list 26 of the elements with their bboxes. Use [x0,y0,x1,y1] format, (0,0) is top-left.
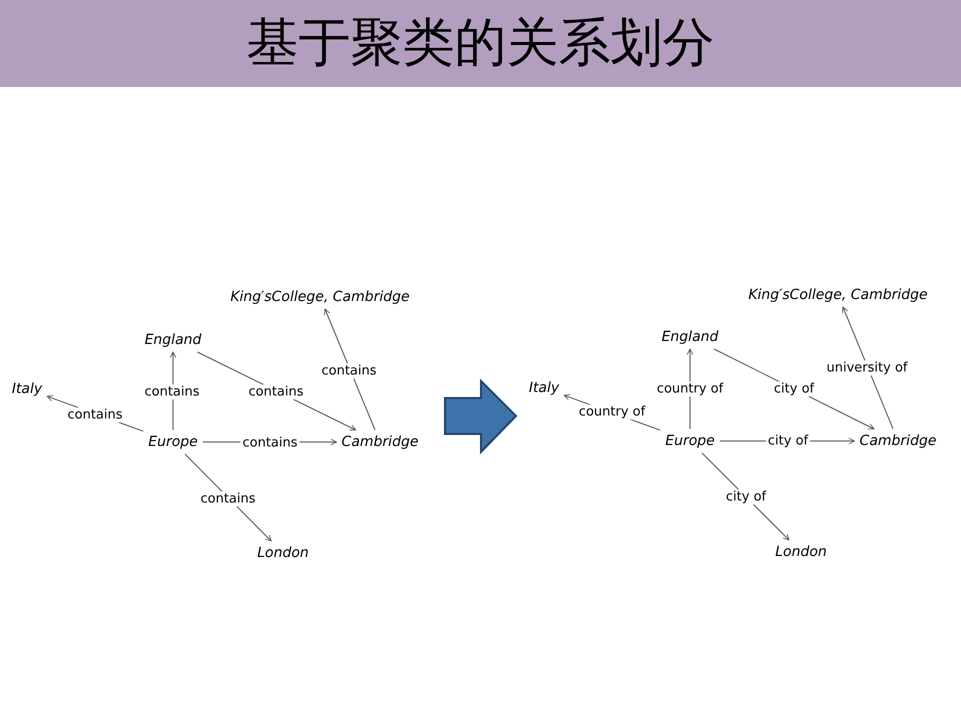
edge-label: contains [142,384,202,400]
edge-label: contains [65,408,125,422]
place-label: London [773,543,829,561]
place-label: Cambridge [858,432,938,450]
place-label: Europe [663,432,717,450]
edge-label: country of [576,404,648,420]
edge-label: contains [198,492,258,506]
edge-label: contains [246,384,306,400]
arrow [324,308,376,430]
edge-label: contains [319,364,379,378]
edge-label: country of [654,382,726,396]
edge-label: university of [824,360,910,376]
place-label: England [142,331,204,349]
edge-label: city of [772,382,816,396]
place-label: Europe [146,433,200,451]
edge-label: city of [766,434,810,448]
place-label: England [660,328,720,346]
place-label: London [255,544,311,562]
place-label: King′sCollege, Cambridge [746,286,930,304]
place-label: Italy [526,379,562,397]
arrow [842,306,894,430]
slide-title: 基于聚类的关系划分 [246,12,716,75]
place-label: Italy [10,380,44,398]
edge-label: city of [724,490,768,504]
place-label: Cambridge [340,433,420,451]
place-label: King′sCollege, Cambridge [228,288,412,306]
